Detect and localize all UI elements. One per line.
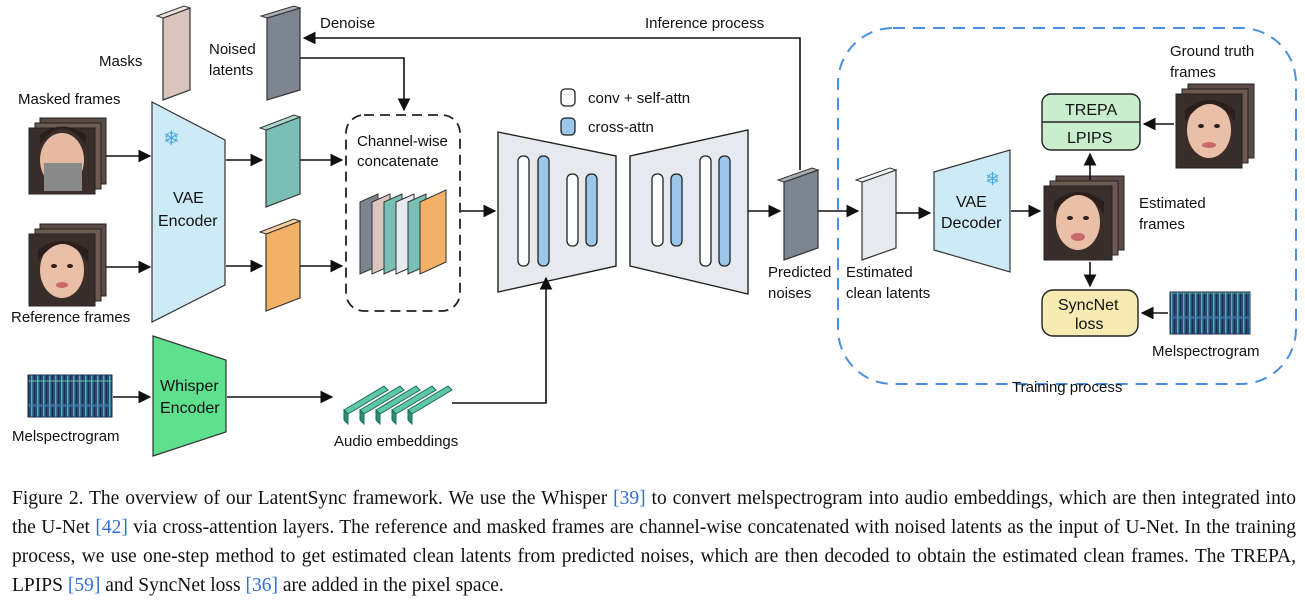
concatenated-latents [359, 189, 447, 275]
syncnet-label-1: SyncNet [1058, 297, 1119, 314]
noised-latents-slab [259, 5, 302, 101]
caption-text-5: are added in the pixel space. [277, 575, 504, 596]
vae-decoder-label-1: VAE [956, 194, 987, 211]
legend-cross-swatch [560, 117, 576, 136]
channel-concat-label-1: Channel-wise [357, 133, 448, 150]
reference-latent-slab [258, 218, 302, 312]
predicted-noises-slab [776, 167, 820, 261]
legend-conv-label: conv + self-attn [588, 90, 690, 107]
figure-caption: Figure 2. The overview of our LatentSync… [12, 484, 1296, 600]
syncnet-label-2: loss [1075, 316, 1103, 333]
predicted-noises-label-1: Predicted [768, 264, 831, 281]
caption-text-1: Figure 2. The overview of our LatentSync… [12, 488, 614, 509]
channel-concat-label-2: concatenate [357, 153, 439, 170]
vae-decoder-block [933, 149, 1011, 273]
citation-link-59[interactable]: [59] [67, 575, 101, 596]
masked-frames-label: Masked frames [18, 91, 121, 108]
snowflake-icon-2: ❄ [985, 169, 1000, 189]
estimated-clean-label-1: Estimated [846, 264, 913, 281]
estimated-frames-label-1: Estimated [1139, 195, 1206, 212]
masks-slab [155, 5, 192, 101]
melspectrogram-left-label: Melspectrogram [12, 428, 120, 445]
whisper-encoder-block [152, 335, 227, 457]
caption-text-2: to convert melspectrogram into audio emb… [12, 488, 1296, 538]
latentsync-diagram: Training process Masks Noised latents De… [11, 5, 1297, 457]
caption-text-3: via cross-attention layers. The referenc… [12, 517, 1296, 596]
estimated-clean-label-2: clean latents [846, 285, 930, 302]
vae-encoder-label-2: Encoder [158, 213, 218, 230]
citation-link-42[interactable]: [42] [95, 517, 128, 538]
masks-label: Masks [99, 53, 142, 70]
legend-cross-label: cross-attn [588, 119, 654, 136]
training-process-label: Training process [1012, 379, 1122, 396]
unet-encoder-half [497, 131, 617, 293]
melspectrogram-right-image [1169, 291, 1251, 335]
vae-encoder-label-1: VAE [173, 190, 204, 207]
melspectrogram-right-label: Melspectrogram [1152, 343, 1260, 360]
citation-link-36[interactable]: [36] [245, 575, 278, 596]
masked-latent-slab [258, 114, 302, 208]
masked-frames-images [28, 117, 107, 195]
vae-encoder-block [151, 101, 226, 323]
reference-frames-label: Reference frames [11, 309, 130, 326]
whisper-label-1: Whisper [160, 378, 219, 395]
lpips-label: LPIPS [1067, 130, 1112, 147]
audio-embeddings-stack [343, 385, 453, 426]
predicted-noises-label-2: noises [768, 285, 811, 302]
unet-blocks [517, 155, 731, 267]
trepa-label: TREPA [1065, 102, 1117, 119]
ground-truth-label-1: Ground truth [1170, 43, 1254, 60]
ground-truth-images [1175, 83, 1255, 169]
syncnet-loss-box [1041, 289, 1139, 337]
caption-text-4: and SyncNet loss [100, 575, 246, 596]
estimated-clean-latents-slab [854, 167, 898, 261]
vae-decoder-label-2: Decoder [941, 215, 1002, 232]
inference-process-label: Inference process [645, 15, 764, 32]
melspectrogram-left-image [27, 374, 113, 418]
reference-frames-images [28, 223, 107, 307]
estimated-frames-images [1043, 175, 1125, 261]
estimated-frames-label-2: frames [1139, 216, 1185, 233]
citation-link-39[interactable]: [39] [613, 488, 646, 509]
training-process-frame [837, 27, 1297, 385]
ground-truth-label-2: frames [1170, 64, 1216, 81]
legend-conv-swatch [560, 88, 576, 107]
channel-concat-box [345, 114, 461, 312]
whisper-label-2: Encoder [160, 400, 220, 417]
noised-latents-label-2: latents [209, 62, 253, 79]
noised-latents-label-1: Noised [209, 41, 256, 58]
audio-embeddings-label: Audio embeddings [334, 433, 458, 450]
denoise-label: Denoise [320, 15, 375, 32]
snowflake-icon: ❄ [163, 128, 180, 150]
